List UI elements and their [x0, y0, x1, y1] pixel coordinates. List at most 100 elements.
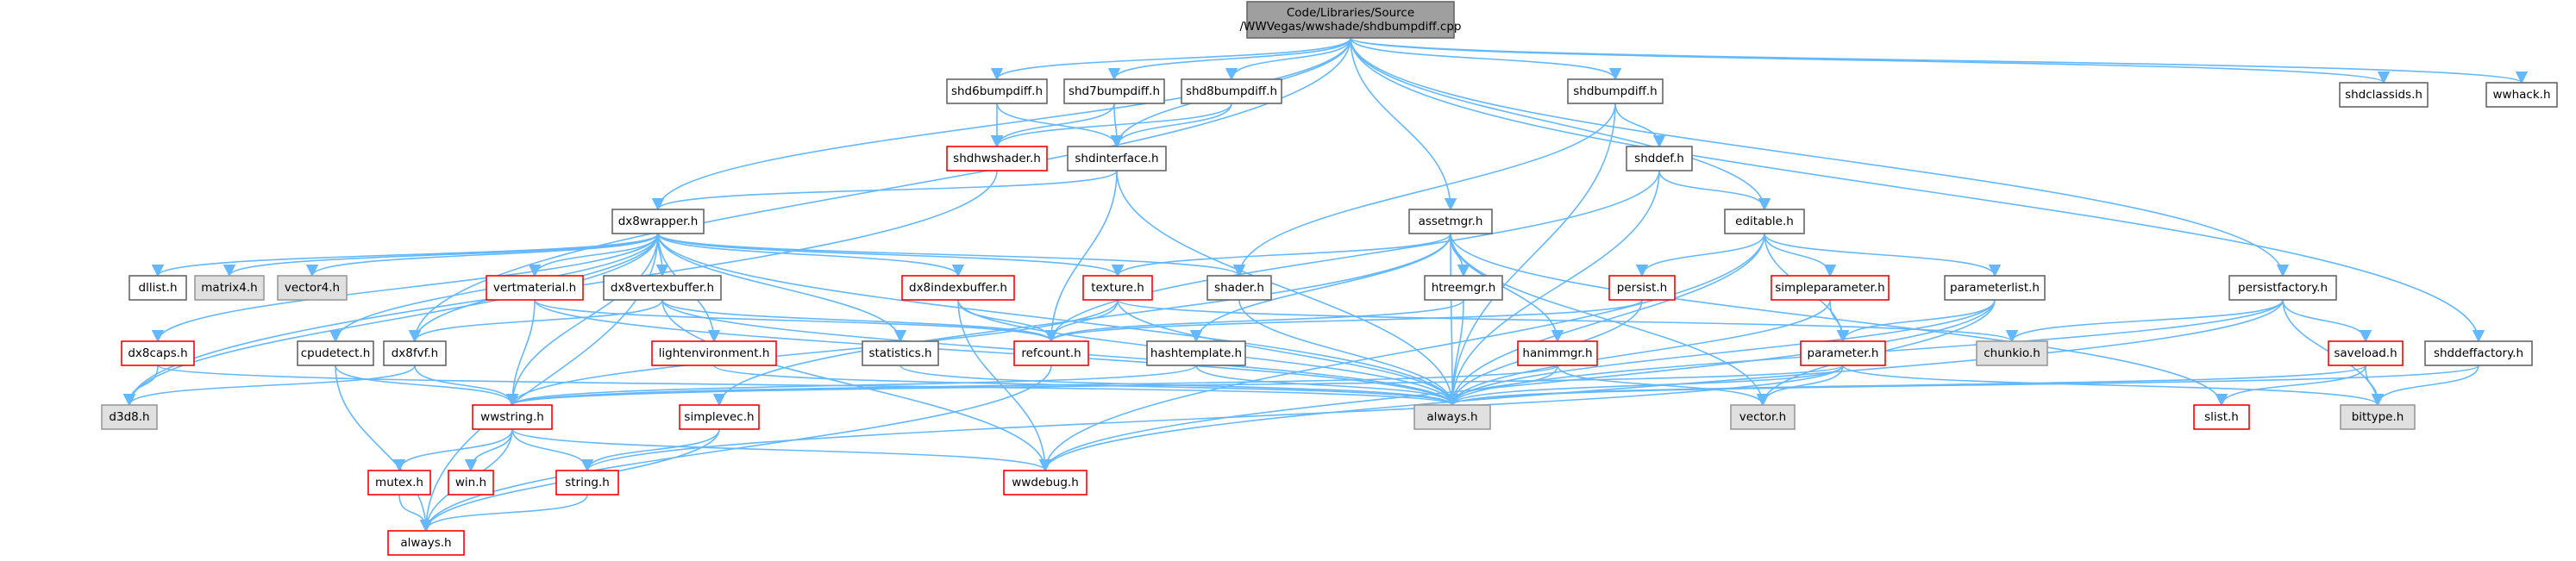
node-saveload[interactable]: saveload.h [2328, 340, 2404, 366]
node-box[interactable] [2228, 275, 2337, 301]
node-box[interactable] [277, 275, 348, 301]
node-always2[interactable]: always.h [387, 530, 465, 556]
node-simpleparameter[interactable]: simpleparameter.h [1771, 275, 1890, 301]
node-box[interactable] [472, 404, 553, 430]
node-always[interactable]: always.h [1413, 404, 1491, 430]
node-box[interactable] [2339, 82, 2429, 108]
node-box[interactable] [1608, 275, 1676, 301]
node-shdclassids[interactable]: shdclassids.h [2339, 82, 2429, 108]
node-box[interactable] [651, 340, 777, 366]
node-htreemgr[interactable]: htreemgr.h [1424, 275, 1503, 301]
node-shdinterface[interactable]: shdinterface.h [1067, 146, 1167, 171]
node-shddef[interactable]: shddef.h [1626, 146, 1693, 171]
node-box[interactable] [101, 404, 158, 430]
node-dx8vertexbuffer[interactable]: dx8vertexbuffer.h [603, 275, 722, 301]
node-shader[interactable]: shader.h [1207, 275, 1272, 301]
node-box[interactable] [128, 275, 187, 301]
node-box[interactable] [1207, 275, 1272, 301]
node-root[interactable]: Code/Libraries/Source/WWVegas/wwshade/sh… [1239, 1, 1462, 39]
node-shdhwshader[interactable]: shdhwshader.h [946, 146, 1048, 171]
node-box[interactable] [194, 275, 265, 301]
node-dx8fvf[interactable]: dx8fvf.h [383, 340, 447, 366]
node-box[interactable] [1146, 340, 1246, 366]
node-vector[interactable]: vector.h [1730, 404, 1796, 430]
node-hanimmgr[interactable]: hanimmgr.h [1517, 340, 1598, 366]
node-box[interactable] [1013, 340, 1089, 366]
node-mutex[interactable]: mutex.h [367, 470, 431, 496]
node-dllist[interactable]: dllist.h [128, 275, 187, 301]
node-box[interactable] [448, 470, 494, 496]
node-box[interactable] [1067, 146, 1167, 171]
node-box[interactable] [1517, 340, 1598, 366]
node-box[interactable] [1413, 404, 1491, 430]
node-texture[interactable]: texture.h [1082, 275, 1153, 301]
node-box[interactable] [1063, 78, 1165, 104]
node-box[interactable] [555, 470, 619, 496]
node-box[interactable] [603, 275, 722, 301]
node-shd6bumpdiff[interactable]: shd6bumpdiff.h [946, 78, 1048, 104]
node-vector4[interactable]: vector4.h [277, 275, 348, 301]
node-box[interactable] [1003, 470, 1087, 496]
node-box[interactable] [862, 340, 939, 366]
node-box[interactable] [1730, 404, 1796, 430]
node-box[interactable] [1424, 275, 1503, 301]
node-box[interactable] [2485, 82, 2558, 108]
node-box[interactable] [2340, 404, 2416, 430]
node-box[interactable] [946, 146, 1048, 171]
node-box[interactable] [1246, 1, 1455, 39]
node-assetmgr[interactable]: assetmgr.h [1408, 209, 1493, 234]
node-persist[interactable]: persist.h [1608, 275, 1676, 301]
node-parameter[interactable]: parameter.h [1800, 340, 1886, 366]
node-shd8bumpdiff[interactable]: shd8bumpdiff.h [1181, 78, 1282, 104]
node-box[interactable] [901, 275, 1015, 301]
node-persistfactory[interactable]: persistfactory.h [2228, 275, 2337, 301]
node-lightenvironment[interactable]: lightenvironment.h [651, 340, 777, 366]
node-d3d8[interactable]: d3d8.h [101, 404, 158, 430]
node-box[interactable] [1567, 78, 1664, 104]
node-string[interactable]: string.h [555, 470, 619, 496]
node-bittype[interactable]: bittype.h [2340, 404, 2416, 430]
node-parameterlist[interactable]: parameterlist.h [1944, 275, 2046, 301]
node-box[interactable] [1408, 209, 1493, 234]
node-box[interactable] [679, 404, 760, 430]
node-box[interactable] [1724, 209, 1805, 234]
node-shd7bumpdiff[interactable]: shd7bumpdiff.h [1063, 78, 1165, 104]
node-shdbumpdiff[interactable]: shdbumpdiff.h [1567, 78, 1664, 104]
node-box[interactable] [946, 78, 1048, 104]
node-wwdebug[interactable]: wwdebug.h [1003, 470, 1087, 496]
node-hashtemplate[interactable]: hashtemplate.h [1146, 340, 1246, 366]
node-box[interactable] [121, 340, 195, 366]
node-box[interactable] [1944, 275, 2046, 301]
node-chunkio[interactable]: chunkio.h [1976, 340, 2048, 366]
node-vertmaterial[interactable]: vertmaterial.h [486, 275, 584, 301]
node-cpudetect[interactable]: cpudetect.h [297, 340, 374, 366]
node-box[interactable] [1181, 78, 1282, 104]
node-box[interactable] [367, 470, 431, 496]
node-box[interactable] [1800, 340, 1886, 366]
node-box[interactable] [2328, 340, 2404, 366]
node-shdleffactory[interactable]: shddeffactory.h [2424, 340, 2533, 366]
node-dx8wrapper[interactable]: dx8wrapper.h [611, 209, 705, 234]
node-box[interactable] [486, 275, 584, 301]
node-box[interactable] [2193, 404, 2250, 430]
node-editable[interactable]: editable.h [1724, 209, 1805, 234]
node-slist[interactable]: slist.h [2193, 404, 2250, 430]
node-dx8caps[interactable]: dx8caps.h [121, 340, 195, 366]
node-box[interactable] [1771, 275, 1890, 301]
node-matrix4[interactable]: matrix4.h [194, 275, 265, 301]
node-box[interactable] [387, 530, 465, 556]
node-box[interactable] [297, 340, 374, 366]
node-refcount[interactable]: refcount.h [1013, 340, 1089, 366]
node-simplevec[interactable]: simplevec.h [679, 404, 760, 430]
node-wwhack[interactable]: wwhack.h [2485, 82, 2558, 108]
node-box[interactable] [611, 209, 705, 234]
node-box[interactable] [2424, 340, 2533, 366]
node-box[interactable] [1976, 340, 2048, 366]
node-dx8indexbuffer[interactable]: dx8indexbuffer.h [901, 275, 1015, 301]
node-box[interactable] [383, 340, 447, 366]
node-win[interactable]: win.h [448, 470, 494, 496]
node-box[interactable] [1082, 275, 1153, 301]
node-box[interactable] [1626, 146, 1693, 171]
node-wwstring[interactable]: wwstring.h [472, 404, 553, 430]
node-statistics[interactable]: statistics.h [862, 340, 939, 366]
